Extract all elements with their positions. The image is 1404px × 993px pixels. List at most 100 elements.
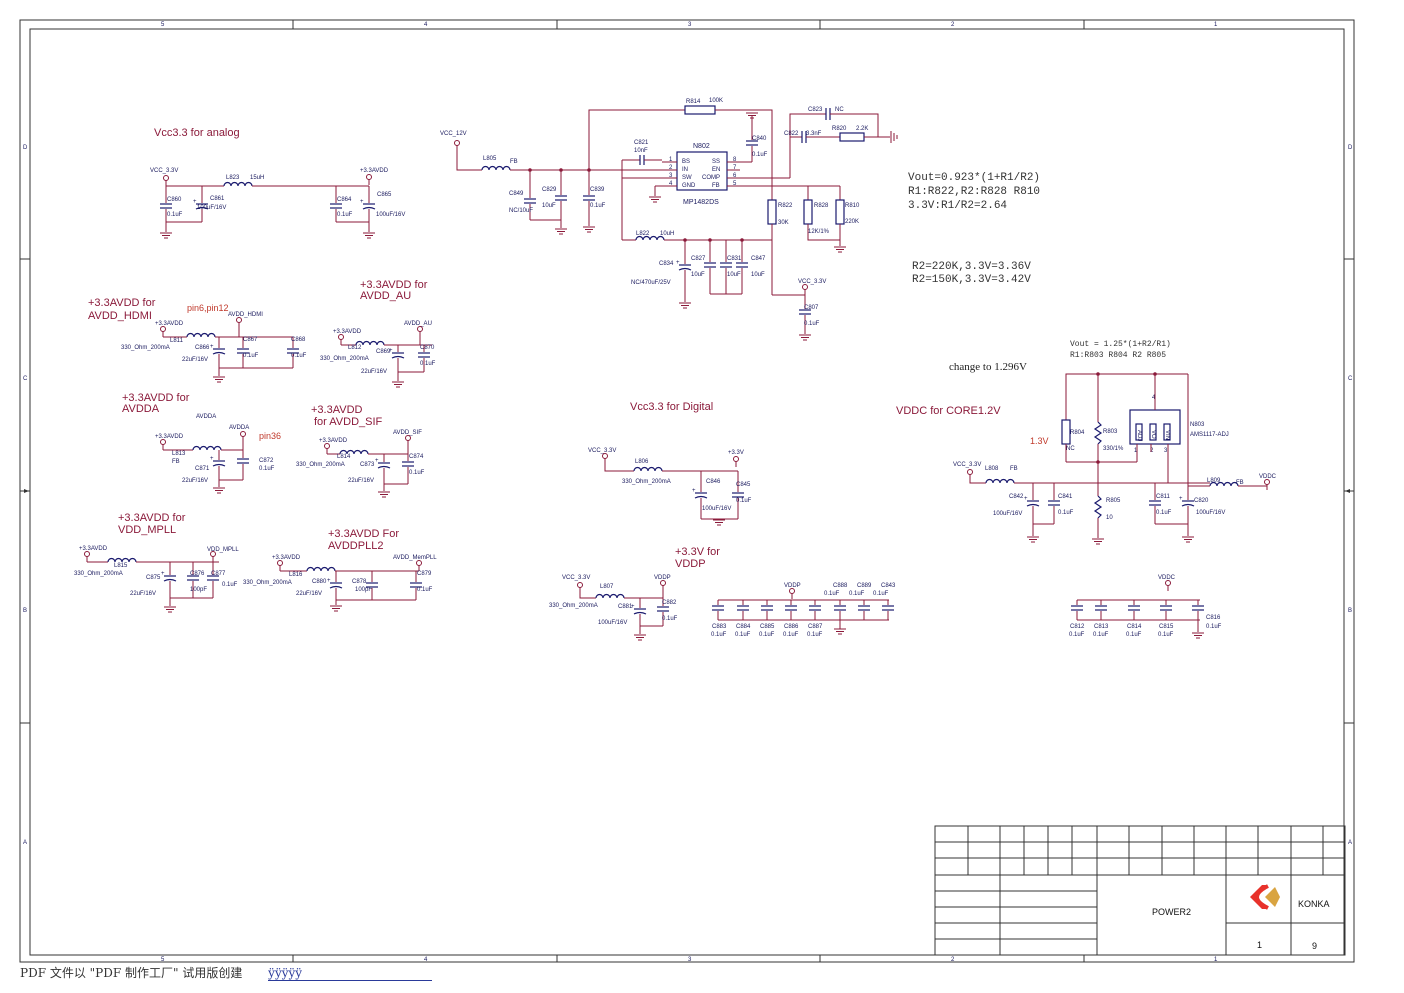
n803-pin: VIN xyxy=(1164,430,1170,440)
C815-value: 0.1uF xyxy=(1158,632,1174,638)
C860-ref: C860 xyxy=(167,197,182,203)
avdd-label: +3.3AVDD xyxy=(155,434,184,440)
pin-note: pin36 xyxy=(259,431,281,441)
C840-value: 0.1uF xyxy=(752,152,768,158)
r2-table: R2=150K,3.3V=3.42V xyxy=(912,274,1031,286)
R822-ref: R822 xyxy=(778,203,793,209)
L807-value: 330_Ohm_200mA xyxy=(549,603,598,609)
avdd-hdmi-heading: +3.3AVDD for xyxy=(88,297,156,309)
C822-ref: C822 xyxy=(784,131,799,137)
C841-value: 0.1uF xyxy=(1058,510,1074,516)
vdd-mpll-heading: +3.3AVDD for xyxy=(118,512,186,524)
avdd-au-label: AVDD_AU xyxy=(404,321,432,327)
avddpll2-heading: AVDDPLL2 xyxy=(328,540,383,552)
C888-ref: C888 xyxy=(833,583,848,589)
R804-ref: R804 xyxy=(1070,430,1085,436)
avdd-mempll-label: AVDD_MemPLL xyxy=(393,555,437,561)
C871-value: 22uF/16V xyxy=(182,478,208,484)
C820-value: 100uF/16V xyxy=(1196,510,1225,516)
L816-value: 330_Ohm_200mA xyxy=(243,580,292,586)
avdd-sif-heading: +3.3AVDD xyxy=(311,404,363,416)
col-label: 4 xyxy=(424,957,428,963)
col-label: 1 xyxy=(1214,957,1218,963)
R805-ref: R805 xyxy=(1106,498,1121,504)
C847-ref: C847 xyxy=(751,256,766,262)
L815-ref: L815 xyxy=(114,563,128,569)
C889-value: 0.1uF xyxy=(849,591,865,597)
vddc-section: Vout = 1.25*(1+R2/R1) R1:R803 R804 R2 R8… xyxy=(896,340,1277,639)
C861-value: 100uF/16V xyxy=(197,205,226,211)
avdda-label: AVDDA xyxy=(229,425,249,431)
C831-value: 10uF xyxy=(727,272,741,278)
C842-ref: C842 xyxy=(1009,494,1024,500)
col-label: 2 xyxy=(951,22,955,28)
L823-ref: L823 xyxy=(226,175,240,181)
C865-value: 100uF/16V xyxy=(376,212,405,218)
C864-value: 0.1uF xyxy=(337,212,353,218)
n802-pinnum: 4 xyxy=(669,181,673,187)
C875-ref: C875 xyxy=(146,575,161,581)
C816-value: 0.1uF xyxy=(1206,624,1222,630)
r804-note: 1.3V xyxy=(1030,436,1049,446)
avdd-hdmi-section: +3.3AVDD for AVDD_HDMI pin6,pin12 +3.3AV… xyxy=(88,297,307,383)
row-label: B xyxy=(23,608,27,614)
avdd-label: +3.3AVDD xyxy=(319,438,348,444)
company-name: KONKA xyxy=(1298,899,1330,909)
C887-ref: C887 xyxy=(808,624,823,630)
footer-text: PDF 文件以 "PDF 制作工厂" 试用版创建 xyxy=(20,966,243,980)
row-label: A xyxy=(1348,840,1352,846)
avddpll2-section: +3.3AVDD For AVDDPLL2 +3.3AVDD L816 330_… xyxy=(243,528,437,612)
n802-pin: GND xyxy=(682,183,696,189)
C822-value: 3.3nF xyxy=(806,131,822,137)
C827-ref: C827 xyxy=(691,256,706,262)
L822-value: 10uH xyxy=(660,231,674,237)
C811-ref: C811 xyxy=(1156,494,1171,500)
avdd-label: +3.3AVDD xyxy=(360,168,389,174)
avdd-hdmi-label: AVDD_HDMI xyxy=(228,312,263,318)
L816-ref: L816 xyxy=(289,572,303,578)
vcc33-label: VCC_3.3V xyxy=(953,462,981,468)
sheet-title: POWER2 xyxy=(1152,907,1191,917)
L808-value: FB xyxy=(1010,466,1018,472)
C885-ref: C885 xyxy=(760,624,775,630)
C874-value: 0.1uF xyxy=(409,470,425,476)
n802-pinnum: 3 xyxy=(669,173,673,179)
C813-ref: C813 xyxy=(1094,624,1109,630)
C867-value: 0.1uF xyxy=(243,353,259,359)
L805-value: FB xyxy=(510,159,518,165)
row-label: D xyxy=(23,145,28,151)
avdda-small-label: AVDDA xyxy=(196,414,216,420)
R803-ref: R803 xyxy=(1103,429,1118,435)
n803-pinnum: 1 xyxy=(1134,448,1138,454)
vcc33-out-label: VCC_3.3V xyxy=(798,279,826,285)
C872-value: 0.1uF xyxy=(259,466,275,472)
L811-ref: L811 xyxy=(170,338,184,344)
C829-value: 10uF xyxy=(542,203,556,209)
C868-ref: C868 xyxy=(291,337,306,343)
n802-pin: EN xyxy=(712,167,720,173)
C872-ref: C872 xyxy=(259,458,274,464)
page-number: 1 xyxy=(1257,940,1262,950)
change-note: change to 1.296V xyxy=(949,361,1027,373)
C843-value: 0.1uF xyxy=(873,591,889,597)
avdd-hdmi-heading: AVDD_HDMI xyxy=(88,310,152,322)
n803-ref: N803 xyxy=(1190,422,1205,428)
L814-value: 330_Ohm_200mA xyxy=(296,462,345,468)
C834-value: NC/470uF/25V xyxy=(631,280,671,286)
footer-link[interactable]: ÿÿÿÿÿ xyxy=(268,966,433,981)
C878-value: 100pF xyxy=(355,587,372,593)
C869-value: 22uF/16V xyxy=(361,369,387,375)
col-label: 3 xyxy=(688,957,692,963)
C846-ref: C846 xyxy=(706,479,721,485)
C823-value: NC xyxy=(835,107,844,113)
pdf-footer: PDF 文件以 "PDF 制作工厂" 试用版创建 ÿÿÿÿÿ xyxy=(20,964,433,981)
n802-pin: FB xyxy=(712,183,720,189)
C874-ref: C874 xyxy=(409,454,424,460)
L806-ref: L806 xyxy=(635,459,649,465)
col-label: 1 xyxy=(1214,22,1218,28)
n802-pinnum: 6 xyxy=(733,173,737,179)
R828-ref: R828 xyxy=(814,203,829,209)
col-label: 2 xyxy=(951,957,955,963)
vddc-label: VDDC xyxy=(1259,474,1277,480)
